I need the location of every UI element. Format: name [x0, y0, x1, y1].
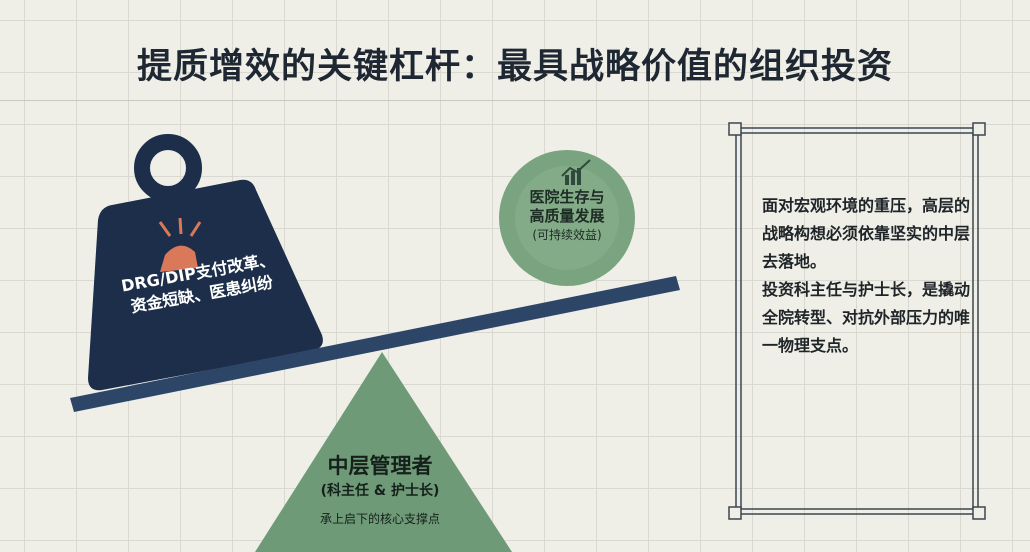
textbox-content: 面对宏观环境的重压，高层的战略构想必须依靠坚实的中层去落地。 投资科主任与护士长… — [762, 192, 972, 360]
textbox-paragraph-2: 投资科主任与护士长，是撬动全院转型、对抗外部压力的唯一物理支点。 — [762, 280, 971, 355]
ball-label-line1: 医院生存与 — [529, 188, 605, 206]
growth-chart-icon — [561, 159, 591, 185]
weight-handle — [134, 134, 202, 202]
weight — [88, 134, 323, 391]
outcome-ball — [499, 150, 635, 286]
title-divider — [0, 100, 1030, 101]
pressure-arrows-icon — [158, 217, 202, 272]
fulcrum-subtitle: (科主任 & 护士长) — [320, 483, 440, 499]
fulcrum-triangle — [255, 352, 512, 552]
ball-label-line2: 高质量发展 — [529, 207, 605, 225]
ball-sublabel: (可持续效益) — [532, 228, 602, 242]
textbox-paragraph-1: 面对宏观环境的重压，高层的战略构想必须依靠坚实的中层去落地。 — [762, 196, 971, 271]
fulcrum-title: 中层管理者 — [327, 454, 433, 478]
weight-body — [88, 179, 323, 391]
ball-label: 医院生存与 高质量发展 (可持续效益) — [505, 188, 629, 245]
lever-beam — [70, 276, 680, 412]
fulcrum-note: 承上启下的核心支撑点 — [319, 512, 440, 526]
page-title: 提质增效的关键杠杆：最具战略价值的组织投资 — [136, 47, 893, 87]
textbox-frame — [728, 122, 986, 520]
